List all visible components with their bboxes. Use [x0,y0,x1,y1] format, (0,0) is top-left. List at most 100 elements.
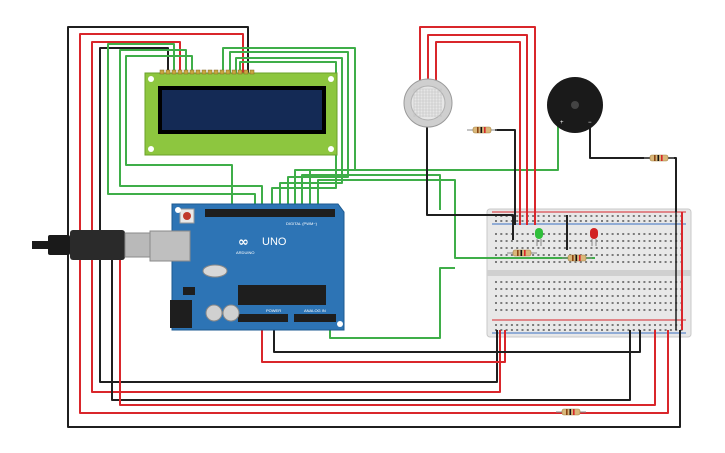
hole [611,247,614,249]
resistor-icon[interactable] [556,408,586,416]
hole [569,220,572,222]
hole [627,309,630,311]
hole [526,302,529,304]
hole [643,324,646,326]
hole [548,261,550,263]
breadboard[interactable] [486,208,692,338]
hole [659,254,662,256]
hole [664,288,667,290]
hole [638,261,641,263]
hole [542,309,545,311]
hole [495,309,497,311]
hole [616,288,619,290]
hole [585,288,588,290]
hole [585,302,588,304]
hole [510,220,513,222]
hole [616,295,619,297]
hole [558,233,561,235]
hole [648,254,651,256]
hole [505,261,508,263]
hole [638,302,641,304]
wires [67,26,681,428]
hole [664,302,667,304]
hole [664,295,667,297]
hole [654,288,656,290]
hole [632,309,635,311]
hole [548,329,550,331]
hole [505,302,508,304]
hole [606,281,609,283]
hole [611,233,614,235]
hole [532,240,535,242]
hole [585,215,588,217]
lcd-display[interactable] [144,69,338,156]
hole [505,247,508,249]
hole [510,247,513,249]
hole [664,240,667,242]
resistor-icon[interactable] [507,249,537,257]
hole [590,215,593,217]
hole [500,281,503,283]
hole [579,261,582,263]
wire-green-analog [329,267,455,339]
hole [638,281,641,283]
hole [563,240,566,242]
hole [601,295,603,297]
hole [648,329,651,331]
arduino-uno[interactable]: ∞ UNO ARDUINO DIGITAL (PWM~) POWER ANALO… [149,203,345,331]
green-led[interactable] [535,228,543,246]
hole [542,329,545,331]
resistor-icon[interactable] [644,154,674,162]
hole [542,233,545,235]
hole [616,240,619,242]
hole [648,240,651,242]
hole [505,220,508,222]
hole [505,281,508,283]
hole [537,261,540,263]
hole [516,281,519,283]
hole [500,233,503,235]
piezo-buzzer[interactable]: + − [547,77,603,133]
resistor-icon[interactable] [562,254,592,262]
hole [526,329,529,331]
red-led[interactable] [590,228,598,246]
hole [595,288,598,290]
hole [616,215,619,217]
hole [521,324,524,326]
hole [569,302,572,304]
lcd-pin [213,69,219,75]
hole [643,329,646,331]
hole [643,215,646,217]
hole [579,329,582,331]
hole [537,288,540,290]
hole [526,261,529,263]
hole [643,254,646,256]
hole [664,254,667,256]
hole [595,302,598,304]
hole [669,309,672,311]
hole [516,295,519,297]
hole [606,254,609,256]
hole [585,324,588,326]
hole [574,324,577,326]
hole [590,309,593,311]
hole [601,324,603,326]
hole [579,302,582,304]
gas-sensor[interactable] [403,78,453,128]
hole [526,288,529,290]
hole [606,302,609,304]
hole [537,254,540,256]
wire-black-power [273,330,641,353]
hole [505,254,508,256]
hole [616,261,619,263]
hole [664,233,667,235]
hole [601,247,603,249]
hole [638,309,641,311]
hole [574,302,577,304]
hole [627,288,630,290]
buzzer-plus-label: + [560,120,564,126]
hole [601,233,603,235]
hole [532,254,535,256]
resistor-icon[interactable] [467,126,497,134]
hole [558,324,561,326]
